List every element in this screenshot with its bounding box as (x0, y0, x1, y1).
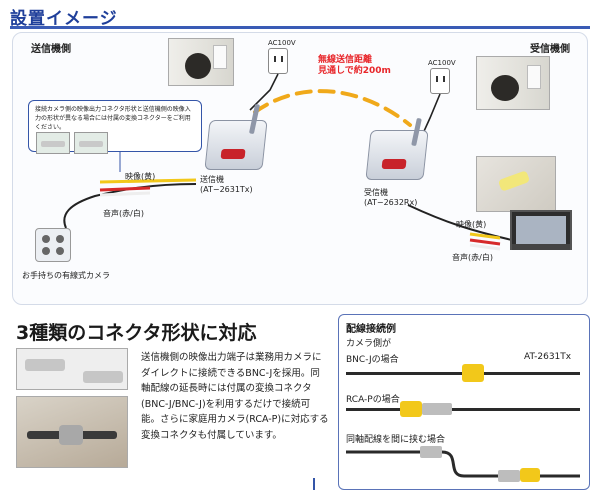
ac-label-left: AC100V (268, 39, 296, 47)
rca-cable (346, 408, 402, 411)
callout-text: 接続カメラ側の映像出力コネクタ形状と送信機側の映像入力の形状が異なる場合には付属… (35, 106, 191, 131)
wired-camera (35, 228, 71, 262)
sender-side-label: 送信機側 (31, 44, 71, 55)
header-rule (10, 26, 590, 29)
tv-stand (512, 244, 570, 250)
wiring-lines (63, 73, 541, 251)
tv-screen (510, 210, 572, 250)
coax-case-label: 同軸配線を間に挟む場合 (346, 435, 446, 445)
outlet-photo-left (168, 38, 234, 86)
receiver-device (365, 130, 429, 180)
receiver-side-label: 受信機側 (530, 44, 570, 55)
outlet-icon-left (268, 48, 288, 74)
rx-audio-label: 音声(赤/白) (452, 253, 493, 262)
tx-video-label: 映像(黄) (125, 172, 156, 181)
outlet-icon-right (430, 68, 450, 94)
rx-name-1: 受信機 (364, 188, 388, 197)
bnc-cable-out (484, 372, 580, 375)
rca-case-label: RCA-Pの場合 (346, 395, 400, 405)
coax-cable (346, 446, 580, 482)
rx-video-label: 映像(黄) (456, 220, 487, 229)
connector-photo (16, 348, 128, 390)
rca-yellow-plug (400, 401, 422, 417)
rca-adapter (422, 403, 452, 415)
wiring-title: 配線接続例 (346, 324, 396, 335)
wiring-example-panel (338, 314, 590, 490)
converter-thumb-1 (36, 132, 70, 154)
bnc-case-label: BNC-Jの場合 (346, 355, 399, 365)
outlet-photo-right (476, 56, 550, 110)
connection-hands-photo (16, 396, 128, 468)
tx-audio-label: 音声(赤/白) (103, 209, 144, 218)
bnc-yellow-plug (462, 364, 484, 382)
ac-label-right: AC100V (428, 59, 456, 67)
connector-section-title: 3種類のコネクタ形状に対応 (16, 322, 257, 344)
converter-thumb-2 (74, 132, 108, 154)
page-title: 設置イメージ (10, 9, 118, 29)
section-divider (313, 478, 315, 490)
model-label: AT-2631Tx (524, 352, 572, 362)
range-line-1: 無線送信距離 (318, 55, 373, 65)
rx-name-2: (AT−2632Rx) (364, 198, 418, 207)
camera-side-label: カメラ側が (346, 339, 392, 349)
plug-photo (476, 156, 556, 212)
connector-description: 送信機側の映像出力端子は業務用カメラにダイレクトに接続できるBNC-Jを採用。同… (141, 352, 329, 441)
camera-label: お手持ちの有線式カメラ (22, 271, 110, 280)
range-line-2: 見通しで約200m (318, 66, 391, 76)
tx-name-2: (AT−2631Tx) (200, 185, 253, 194)
bnc-cable (346, 372, 466, 375)
tx-name-1: 送信機 (200, 175, 224, 184)
transmitter-device (204, 120, 268, 170)
rca-cable-out (452, 408, 580, 411)
